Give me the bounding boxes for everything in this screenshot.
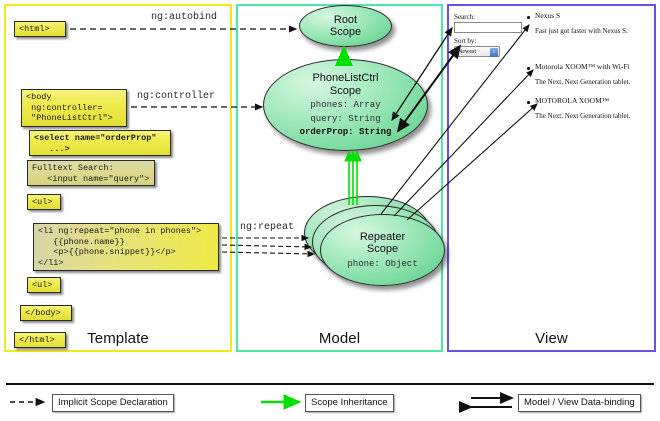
scope-root: Root Scope [299, 5, 392, 47]
label-ng-repeat: ng:repeat [240, 222, 295, 233]
code-html-close: </html> [14, 332, 66, 348]
list-bullet [527, 101, 530, 104]
scope-phonelistctrl-title-1: PhoneListCtrl [312, 72, 379, 85]
scope-repeater: Repeater Scope phone: Object [320, 214, 445, 286]
column-label-template: Template [87, 330, 149, 347]
view-phone-snippet-1: The Next, Next Generation tablet. [535, 78, 631, 86]
view-phone-name-0[interactable]: Nexus S [535, 11, 561, 20]
chevron-updown-icon: ↕ [490, 48, 498, 57]
column-model: Model [236, 4, 443, 352]
scope-root-title-2: Scope [329, 26, 362, 38]
code-select-orderprop: <select name="orderProp" ...> [29, 130, 171, 156]
view-phone-snippet-0: Fast just got faster with Nexus S. [535, 27, 628, 35]
legend-label-databinding: Model / View Data-binding [518, 394, 641, 412]
scope-phonelistctrl-prop-phones: phones: Array [310, 100, 381, 111]
scope-repeater-prop-phone: phone: Object [347, 258, 418, 269]
view-phone-name-2[interactable]: MOTOROLA XOOM™ [535, 96, 610, 105]
column-label-model: Model [318, 330, 361, 347]
scope-phonelistctrl-prop-query: query: String [310, 113, 381, 124]
label-ng-autobind: ng:autobind [151, 12, 218, 23]
scope-repeater-title-2: Scope [366, 243, 399, 256]
code-ul-close: <ul> [27, 277, 61, 293]
scope-root-title-1: Root [333, 13, 358, 26]
legend-label-implicit: Implicit Scope Declaration [52, 394, 174, 412]
sort-select[interactable]: Newest ↕ [454, 46, 500, 57]
code-body-open: <body ng:controller= "PhoneListCtrl"> [21, 89, 127, 127]
code-fulltext-search: Fulltext Search: <input name="query"> [27, 160, 155, 186]
scope-repeater-title-1: Repeater [359, 230, 406, 243]
code-html-open: <html> [14, 21, 66, 37]
label-ng-controller: ng:controller [137, 91, 216, 102]
code-li-ngrepeat: <li ng:repeat="phone in phones"> {{phone… [33, 223, 219, 271]
view-search-label: Search: [454, 13, 475, 21]
scope-phonelistctrl-title-2: Scope [329, 84, 362, 97]
view-phone-name-1[interactable]: Motorola XOOM™ with Wi-Fi [535, 62, 630, 71]
column-label-view: View [535, 330, 568, 347]
list-bullet [527, 16, 530, 19]
view-sort-label: Sort by: [454, 37, 477, 45]
code-ul-open: <ul> [27, 194, 61, 210]
legend-label-inheritance: Scope Inheritance [305, 394, 394, 412]
code-body-close: </body> [20, 305, 72, 321]
legend-divider-top [6, 383, 654, 385]
list-bullet [527, 67, 530, 70]
view-phone-snippet-2: The Next, Next Generation tablet. [535, 112, 631, 120]
scope-phonelistctrl: PhoneListCtrl Scope phones: Array query:… [263, 59, 428, 151]
sort-select-value: Newest [458, 49, 476, 55]
scope-phonelistctrl-prop-orderprop: orderProp: String [299, 127, 392, 138]
search-input[interactable] [454, 22, 522, 33]
